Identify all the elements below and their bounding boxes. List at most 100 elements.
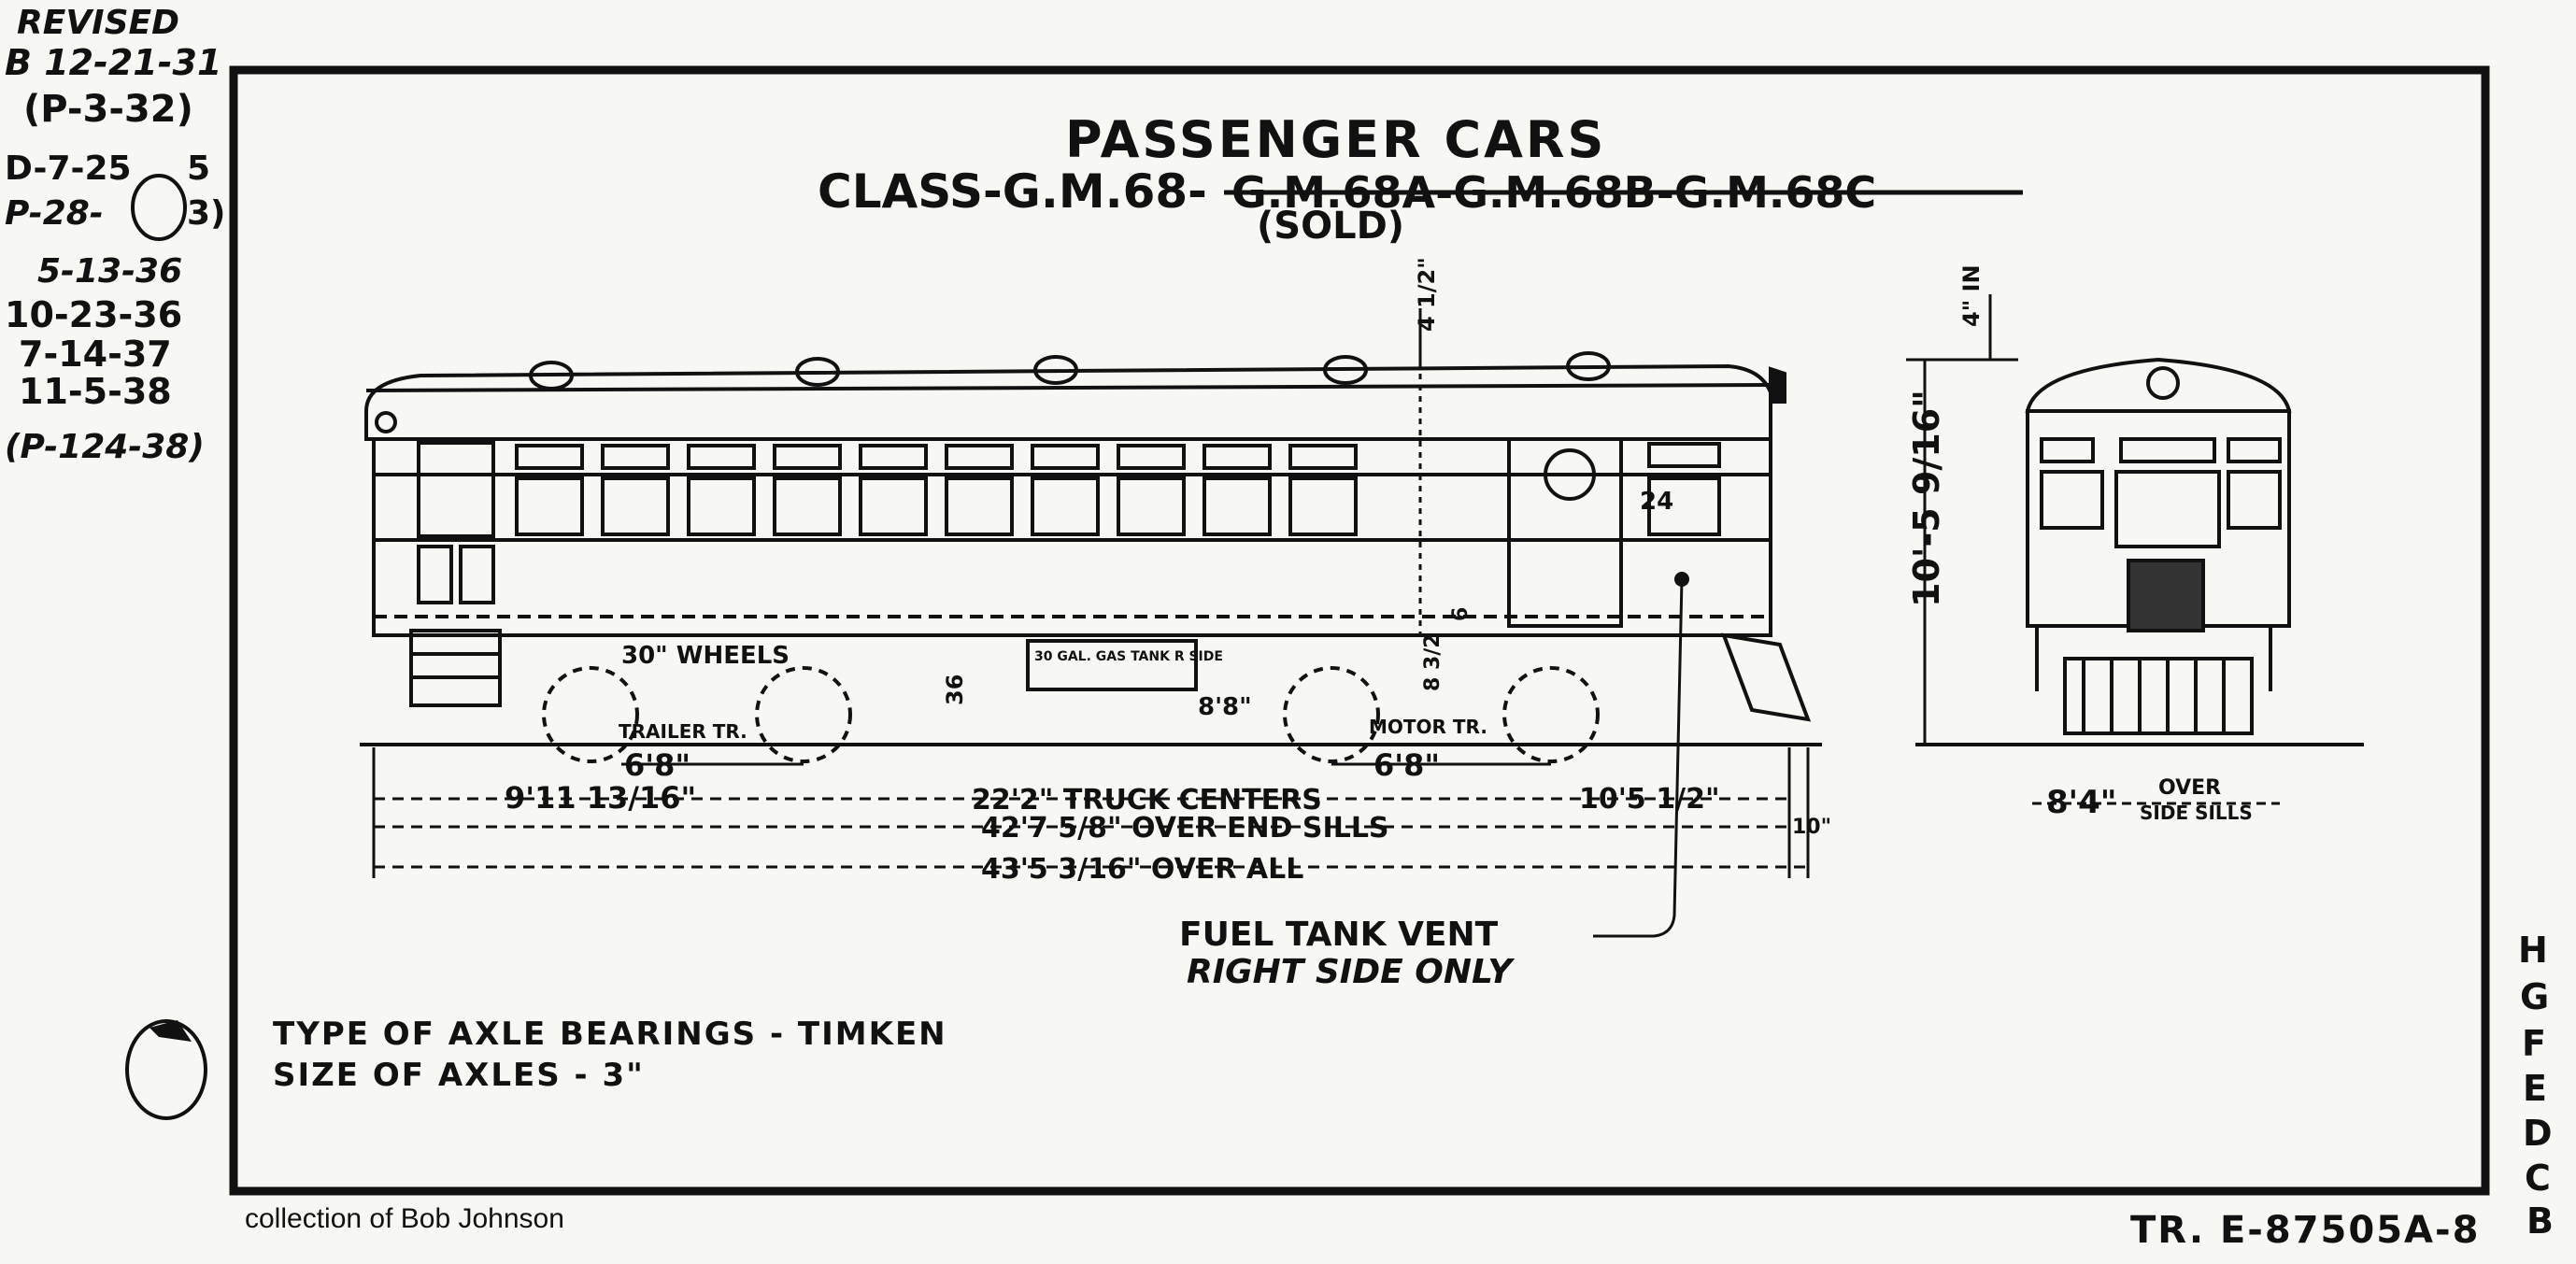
dim-height: 10'-5 9/16" <box>1906 390 1947 607</box>
revision-entry: (P-124-38) <box>5 428 205 466</box>
revision-letters: H G F E D C B <box>2518 930 2554 1242</box>
upper-window <box>1031 444 1100 470</box>
dim-truck-centers: 22'2" TRUCK CENTERS <box>972 784 1322 817</box>
revision-entry: (P-3-32) <box>23 88 193 131</box>
dim-width-side-sills: SIDE SILLS <box>2140 802 2253 824</box>
trailer-wheel <box>755 666 852 763</box>
roof-vent <box>1566 351 1611 381</box>
fuel-vent-note: FUEL TANK VENT <box>1179 916 1499 954</box>
revision-entry: P-28- <box>5 194 104 233</box>
side-window <box>687 476 756 536</box>
dim-over-end-sills: 42'7 5/8" OVER END SILLS <box>981 812 1389 845</box>
gas-tank <box>1026 639 1198 691</box>
revision-block: REVISED B 12-21-31 (P-3-32) D-7-25 5 P-2… <box>5 4 226 1120</box>
revision-letter: C <box>2525 1157 2551 1199</box>
revision-entry: 3) <box>187 194 226 233</box>
upper-window <box>1647 442 1721 468</box>
upper-window <box>687 444 756 470</box>
revision-entry: 11-5-38 <box>19 371 172 412</box>
dim-top-clearance: 4 1/2" <box>1414 257 1440 332</box>
roof-line <box>365 383 1772 392</box>
revision-circle <box>125 1019 207 1120</box>
revision-letter: H <box>2518 930 2548 971</box>
credit-caption: collection of Bob Johnson <box>245 1203 564 1234</box>
end-window <box>2227 470 2282 530</box>
roof-vent <box>1033 355 1078 385</box>
trolley-base <box>1769 366 1786 404</box>
side-window <box>859 476 928 536</box>
fuel-vent-side-note: RIGHT SIDE ONLY <box>1187 953 1516 991</box>
entry-steps <box>409 629 502 707</box>
end-upper-window <box>2227 437 2282 463</box>
headlight <box>375 411 397 433</box>
door-panel <box>417 545 453 604</box>
dim-trailer-wheelbase: 6'8" <box>624 747 690 783</box>
revision-entry: D-7-25 <box>5 149 132 188</box>
dim-motor-wheelbase: 6'8" <box>1373 747 1440 783</box>
gas-tank-label: 30 GAL. GAS TANK R SIDE <box>1034 649 1223 664</box>
roof-vent <box>1323 355 1368 385</box>
baggage-door <box>1507 437 1623 628</box>
car-roof <box>364 363 1772 441</box>
end-headlight <box>2146 366 2180 400</box>
dim-10-end: 10" <box>1792 816 1831 839</box>
revision-letter: E <box>2523 1068 2547 1109</box>
side-window <box>1288 476 1358 536</box>
revision-letter: D <box>2523 1113 2553 1154</box>
wheels-label: 30" WHEELS <box>621 642 790 670</box>
side-window <box>1203 476 1272 536</box>
dimension-lines <box>372 747 1810 878</box>
revision-letter: G <box>2520 976 2549 1017</box>
vertical-dim-6: 6 <box>1449 607 1473 621</box>
side-elevation <box>360 351 1822 763</box>
revision-entry: 5 <box>187 149 210 188</box>
upper-window <box>1117 444 1186 470</box>
end-center-window <box>2114 470 2221 548</box>
end-pilot <box>2063 657 2254 735</box>
upper-window <box>1288 444 1358 470</box>
end-elevation <box>1915 357 2364 746</box>
roof-vent <box>529 361 574 391</box>
revision-circle <box>131 174 187 241</box>
dim-10-5: 10'5 1/2" <box>1579 783 1720 816</box>
upper-window <box>1203 444 1272 470</box>
vertical-dim-36: 36 <box>942 675 968 705</box>
end-upper-window <box>2119 437 2216 463</box>
trailer-truck-label: TRAILER TR. <box>619 720 747 743</box>
dim-9-11: 9'11 13/16" <box>505 780 696 816</box>
revision-entry: 5-13-36 <box>37 252 182 291</box>
dim-width-over: OVER <box>2158 776 2221 800</box>
vertical-dim-83: 8 3/2 <box>1421 633 1445 691</box>
upper-window <box>945 444 1014 470</box>
trailer-wheel <box>542 666 639 763</box>
drawing-number: TR. E-87505A-8 <box>2130 1209 2480 1252</box>
revision-entry: B 12-21-31 <box>5 42 221 83</box>
title-passenger-cars: PASSENGER CARS <box>1065 110 1606 169</box>
side-window <box>945 476 1014 536</box>
side-window <box>515 476 584 536</box>
axle-bearings-note: TYPE OF AXLE BEARINGS - TIMKEN <box>273 1015 947 1053</box>
door-panel <box>459 545 495 604</box>
dim-over-all: 43'5 3/16" OVER ALL <box>981 853 1303 886</box>
door-window-round <box>1544 448 1596 501</box>
revision-letter: B <box>2526 1200 2554 1242</box>
pilot <box>1720 632 1812 722</box>
end-roof <box>2025 357 2292 413</box>
dim-end-top: 4" IN <box>1958 264 1985 327</box>
upper-window <box>515 444 584 470</box>
end-fender-grille <box>2127 559 2205 632</box>
drawing-border <box>229 65 2490 1196</box>
side-window <box>601 476 670 536</box>
door-window <box>417 441 495 538</box>
motor-truck-label: MOTOR TR. <box>1369 716 1487 738</box>
revision-entry: 10-23-36 <box>5 294 182 335</box>
revision-entry: 7-14-37 <box>19 334 172 375</box>
roof-vent <box>795 357 840 387</box>
side-window <box>1117 476 1186 536</box>
title-sold: (SOLD) <box>1257 205 1404 248</box>
fuel-vent-leader <box>1593 578 1684 938</box>
end-window <box>2040 470 2104 530</box>
upper-window <box>773 444 842 470</box>
title-class: CLASS-G.M.68- <box>818 164 1207 219</box>
